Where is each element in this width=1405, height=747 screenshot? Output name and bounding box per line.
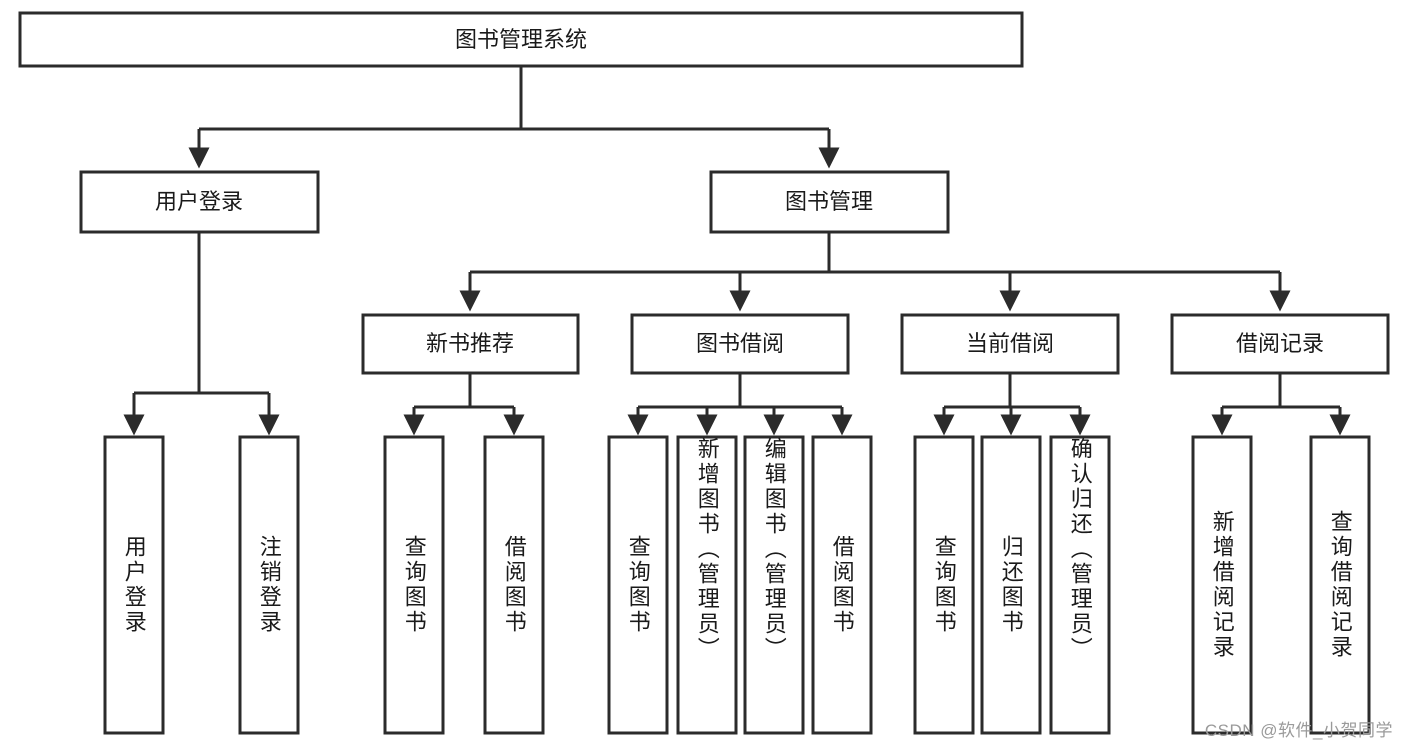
node-book-manage-label: 图书管理 [785,189,873,214]
node-new-book-rec-label: 新书推荐 [426,331,514,356]
leaf-query-book-3-box[interactable] [913,435,975,735]
watermark: CSDN @软件_小贺同学 [1204,721,1393,740]
leaf-query-record-box[interactable] [1309,435,1371,735]
leaf-user-login-box[interactable] [103,435,165,735]
node-current-borrow-box [900,313,1120,375]
node-borrow-record[interactable]: 借阅记录 [1170,313,1390,375]
leaf-return-book-box[interactable] [980,435,1042,735]
node-current-borrow[interactable]: 当前借阅 [900,313,1120,375]
node-new-book-rec-box [361,313,580,375]
node-root[interactable]: 图书管理系统 [18,11,1024,68]
leaf-add-book-box[interactable] [676,435,738,735]
node-new-book-rec[interactable]: 新书推荐 [361,313,580,375]
node-book-borrow-box [630,313,850,375]
node-borrow-record-box [1170,313,1390,375]
node-root-box [18,11,1024,68]
leaf-query-book-2-box[interactable] [607,435,669,735]
leaf-borrow-book-1-box[interactable] [483,435,545,735]
node-book-manage-box [709,170,950,234]
node-current-borrow-label: 当前借阅 [966,331,1054,356]
node-user-login[interactable]: 用户登录 [79,170,320,234]
leaf-borrow-book-2-box[interactable] [811,435,873,735]
node-root-label: 图书管理系统 [455,27,587,52]
node-book-manage[interactable]: 图书管理 [709,170,950,234]
node-book-borrow[interactable]: 图书借阅 [630,313,850,375]
node-book-borrow-label: 图书借阅 [696,331,784,356]
node-user-login-label: 用户登录 [155,189,243,214]
leaf-add-record-box[interactable] [1191,435,1253,735]
leaf-edit-book-box[interactable] [743,435,805,735]
leaf-user-logout-box[interactable] [238,435,300,735]
leaf-confirm-return-box[interactable] [1049,435,1111,735]
leaf-query-book-1-box[interactable] [383,435,445,735]
node-borrow-record-label: 借阅记录 [1236,331,1324,356]
